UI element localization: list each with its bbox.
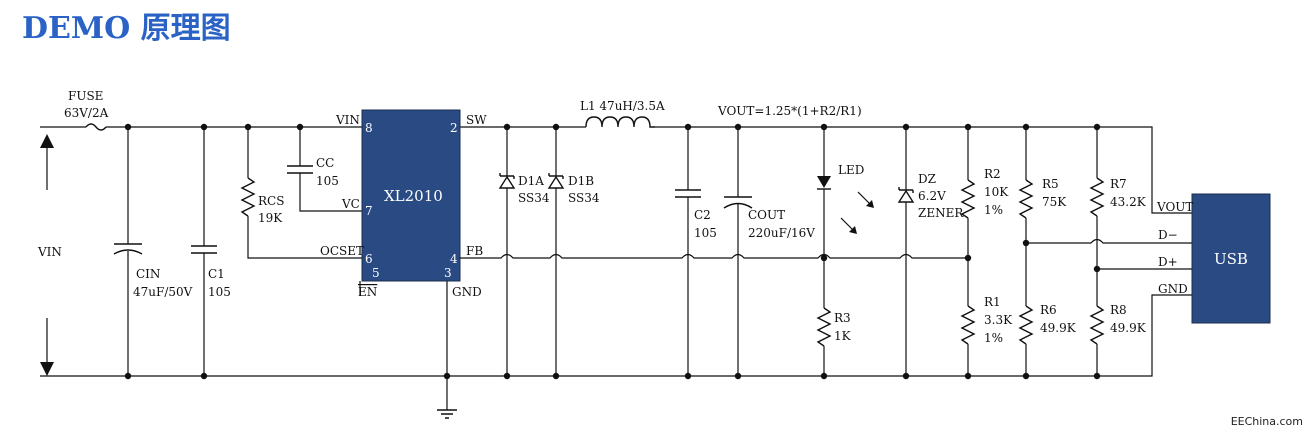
c1-capacitor-icon: [191, 127, 217, 376]
dz-name: DZ: [918, 172, 936, 186]
led-icon: [817, 127, 831, 308]
c2-capacitor-icon: [675, 127, 701, 376]
vin-arrow-down-icon: [40, 318, 54, 376]
fuse-name: FUSE: [68, 89, 103, 103]
r5-name: R5: [1042, 177, 1059, 191]
c1-value: 105: [208, 285, 231, 299]
r8-name: R8: [1110, 303, 1127, 317]
r1-name: R1: [984, 295, 1001, 309]
c2-name: C2: [694, 208, 711, 222]
vout-equation: VOUT=1.25*(1+R2/R1): [717, 104, 862, 118]
pin-en-label: EN: [358, 285, 377, 299]
ground-rail-wires: [40, 294, 1192, 377]
r6-value: 49.9K: [1040, 321, 1077, 335]
ic-name: XL2010: [384, 187, 443, 205]
cin-capacitor-icon: [113, 127, 143, 376]
junction-dots: [124, 123, 1101, 380]
r8-resistor-icon: [1089, 305, 1105, 376]
rcs-name: RCS: [258, 194, 284, 208]
usb-dminus-label: D−: [1158, 228, 1178, 242]
cout-capacitor-icon: [723, 127, 753, 376]
cc-capacitor-icon: [287, 127, 362, 212]
watermark: EEChina.com: [1230, 415, 1303, 428]
pin-gnd-number: 3: [444, 266, 452, 280]
d1b-diode-icon: [547, 127, 565, 376]
rcs-value: 19K: [258, 211, 283, 225]
pin-ocset-label: OCSET: [320, 244, 364, 258]
dz-type: ZENER: [918, 206, 964, 220]
r2-resistor-icon: [960, 127, 976, 306]
r3-value: 1K: [834, 329, 852, 343]
ground-icon: [437, 409, 457, 419]
rcs-resistor-icon: [240, 127, 362, 259]
r7-name: R7: [1110, 177, 1127, 191]
l1-label: L1 47uH/3.5A: [580, 99, 665, 113]
r3-resistor-icon: [816, 307, 832, 376]
r2-value: 10K: [984, 185, 1009, 199]
r5-value: 75K: [1042, 195, 1067, 209]
r2-name: R2: [984, 167, 1001, 181]
pin-fb-label: FB: [466, 244, 483, 258]
fuse-value: 63V/2A: [64, 106, 109, 120]
feedback-wire: [460, 253, 968, 259]
led-light-arrow-icon: [840, 191, 874, 234]
r1-tolerance: 1%: [984, 331, 1003, 345]
ic-xl2010: [361, 109, 461, 282]
pin-vc-number: 7: [365, 204, 373, 218]
d1b-value: SS34: [568, 191, 600, 205]
cin-value: 47uF/50V: [133, 285, 193, 299]
pin-ocset-number: 6: [365, 252, 373, 266]
cc-name: CC: [316, 156, 334, 170]
cout-value: 220uF/16V: [748, 226, 815, 240]
r7-value: 43.2K: [1110, 195, 1147, 209]
r6-resistor-icon: [1018, 305, 1034, 376]
led-label: LED: [838, 163, 864, 177]
r1-value: 3.3K: [984, 313, 1013, 327]
dz-value: 6.2V: [918, 189, 946, 203]
cc-value: 105: [316, 174, 339, 188]
l1-inductor-icon: [585, 116, 655, 128]
d1b-name: D1B: [568, 174, 594, 188]
usb-data-wires: [1026, 238, 1192, 270]
top-rail-wires: [40, 126, 1192, 214]
c2-value: 105: [694, 226, 717, 240]
d1a-value: SS34: [518, 191, 550, 205]
pin-vc-label: VC: [341, 197, 360, 211]
usb-connector: [1191, 193, 1271, 324]
r1-resistor-icon: [960, 305, 976, 376]
pin-vin-number: 8: [365, 121, 373, 135]
cin-name: CIN: [136, 267, 160, 281]
usb-gnd-label: GND: [1158, 282, 1188, 296]
r8-value: 49.9K: [1110, 321, 1147, 335]
pin-sw-number: 2: [450, 121, 458, 135]
vin-arrow-up-icon: [40, 134, 54, 190]
page-title: DEMO 原理图: [22, 11, 231, 46]
r7-resistor-icon: [1089, 127, 1105, 306]
usb-vout-label: VOUT: [1156, 200, 1193, 214]
pin-fb-number: 4: [450, 252, 458, 266]
pin-gnd-label: GND: [452, 285, 482, 299]
zener-diode-icon: [897, 127, 915, 376]
usb-label: USB: [1214, 250, 1248, 268]
pin-sw-label: SW: [466, 113, 487, 127]
d1a-name: D1A: [518, 174, 544, 188]
pin-en-number: 5: [372, 266, 380, 280]
d1a-diode-icon: [498, 127, 516, 376]
usb-dplus-label: D+: [1158, 255, 1178, 269]
r6-name: R6: [1040, 303, 1057, 317]
fuse-icon: [85, 123, 107, 131]
r2-tolerance: 1%: [984, 203, 1003, 217]
vin-label: VIN: [37, 245, 62, 259]
r5-resistor-icon: [1018, 127, 1034, 306]
cout-name: COUT: [748, 208, 785, 222]
r3-name: R3: [834, 311, 851, 325]
c1-name: C1: [208, 267, 225, 281]
pin-vin-label: VIN: [335, 113, 360, 127]
